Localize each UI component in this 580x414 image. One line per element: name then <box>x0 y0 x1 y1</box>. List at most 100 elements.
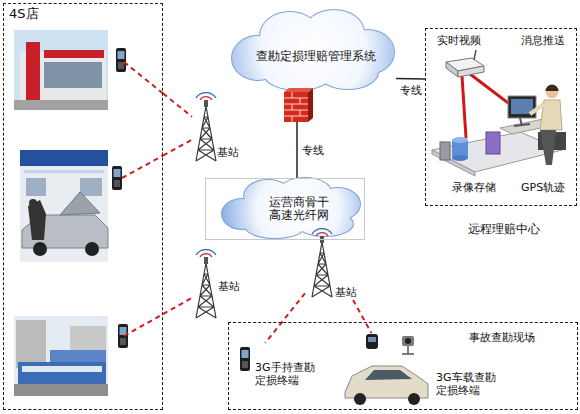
showroom-photo <box>26 42 40 100</box>
node-label: 事故查勘现场 <box>469 331 535 344</box>
cloud-shape <box>222 178 360 238</box>
control-center-art <box>432 50 566 176</box>
cloud-node: 查勘定损理赔管理系统 <box>228 6 396 92</box>
control-center-art <box>474 50 476 60</box>
showroom-photo <box>14 30 108 110</box>
control-center-art <box>530 104 544 114</box>
annotation-label: 录像存储 <box>452 181 496 194</box>
showroom-photo <box>14 100 108 110</box>
annotation-label: 消息推送 <box>521 34 565 47</box>
firewall-icon <box>308 88 313 122</box>
control-center-art <box>486 132 500 154</box>
control-center-art <box>452 155 468 161</box>
node-label: 3G车载查勘定损终端 <box>436 371 498 397</box>
radio-link <box>122 62 163 336</box>
handset-icon <box>112 166 122 190</box>
street-photo <box>14 316 108 396</box>
street-photo <box>18 362 106 384</box>
street-photo <box>22 366 102 372</box>
repair-photo <box>33 242 47 256</box>
firewall-icon <box>284 92 308 122</box>
street-photo <box>14 384 108 396</box>
control-center-art <box>540 130 556 165</box>
group-box: 远程理赔中心 <box>425 28 577 206</box>
vehicle-terminal-art <box>345 334 428 405</box>
leased-line <box>396 78 425 80</box>
control-center-art <box>470 74 512 106</box>
showroom-photo <box>44 62 102 88</box>
vehicle-terminal-art <box>366 334 378 349</box>
repair-photo <box>20 150 108 166</box>
repair-photo <box>20 150 108 262</box>
terminal-node: 3G车载查勘定损终端 <box>341 333 556 407</box>
firewall-icon <box>284 92 308 122</box>
firewall-icon <box>284 88 313 122</box>
vehicle-terminal-art <box>368 337 376 342</box>
network-box: 运营商骨干高速光纤网 <box>205 178 365 240</box>
group-box: 4S店 <box>3 3 163 410</box>
tower-icon <box>196 93 332 318</box>
repair-photo <box>26 178 46 196</box>
tower-icon <box>196 250 216 318</box>
node-label: 基站 <box>218 280 240 293</box>
vehicle-terminal-art <box>354 393 366 405</box>
cloud-shape <box>222 178 360 238</box>
repair-photo <box>28 200 46 240</box>
control-center-art <box>440 142 450 160</box>
radio-link <box>124 62 163 93</box>
handset-icon <box>116 48 126 72</box>
vehicle-terminal-art <box>408 393 420 405</box>
handset-icon <box>118 324 128 348</box>
repair-photo <box>24 170 104 173</box>
control-center-art <box>546 86 559 99</box>
annotation-label: GPS轨迹 <box>521 181 565 194</box>
radio-link <box>124 314 163 336</box>
radio-link <box>122 156 163 179</box>
wireless-link <box>163 93 192 116</box>
terminal-node: 3G手持查勘定损终端 <box>237 343 317 395</box>
street-photo <box>16 320 46 368</box>
control-center-art <box>462 76 466 138</box>
cloud-shape <box>245 190 345 230</box>
line-label: 专线 <box>400 84 422 97</box>
wireless-link <box>163 298 192 314</box>
repair-photo <box>20 150 108 262</box>
wireless-link <box>265 293 305 343</box>
repair-photo <box>80 178 102 196</box>
node-label: 基站 <box>335 286 357 299</box>
node-label: 基站 <box>217 146 239 159</box>
node-label: 运营商骨干高速光纤网 <box>267 196 331 222</box>
node-label: 查勘定损理赔管理系统 <box>232 50 400 63</box>
tower-icon <box>196 93 216 161</box>
control-center-art <box>452 137 468 143</box>
handset-icon <box>240 347 250 371</box>
node-label: 远程理赔中心 <box>468 223 540 236</box>
wireless-link <box>163 140 192 156</box>
node-label: 4S店 <box>9 7 39 20</box>
firewall-icon <box>284 88 313 92</box>
control-center-art <box>546 85 559 91</box>
base-station: 基站 <box>192 258 250 320</box>
repair-photo <box>29 199 37 207</box>
showroom-photo <box>44 50 104 58</box>
vehicle-terminal-art <box>405 338 411 344</box>
vehicle-terminal-art <box>402 346 414 354</box>
group-box: 事故查勘现场 3G手持查勘定损终端 3G车载查勘定损终端 <box>228 322 578 410</box>
cloud-shape <box>222 178 360 238</box>
base-station: 基站 <box>192 102 248 164</box>
control-center-art <box>511 99 533 114</box>
street-photo <box>14 316 108 396</box>
control-center-art <box>446 62 458 77</box>
base-station: 基站 <box>305 238 367 300</box>
control-center-art <box>458 66 484 77</box>
showroom-photo <box>14 30 108 110</box>
node-label: 3G手持查勘定损终端 <box>255 361 317 387</box>
vehicle-terminal-art <box>402 336 414 346</box>
wireless-link <box>353 300 371 333</box>
repair-photo <box>85 242 99 256</box>
annotation-label: 实时视频 <box>437 34 481 47</box>
repair-photo <box>60 192 100 215</box>
